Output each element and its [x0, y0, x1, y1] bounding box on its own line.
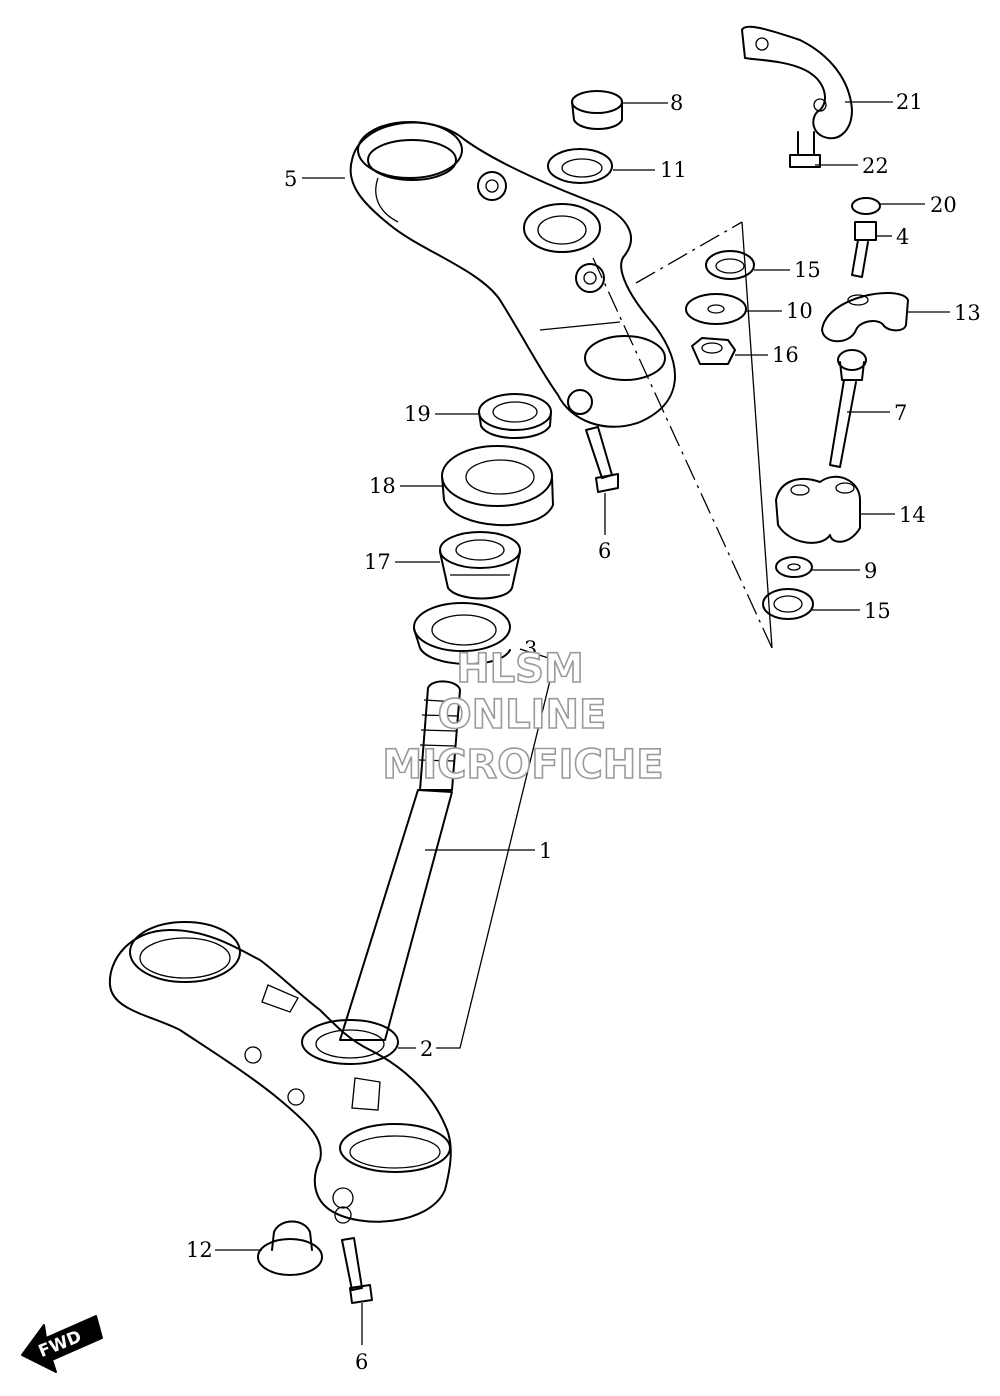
- fwd-arrow-icon: FWD: [21, 1315, 103, 1373]
- callout-14: 14: [899, 503, 926, 527]
- callout-labels: 8 11 5 21 22 20 4 15 10 16 13 7 14 9 15 …: [186, 90, 981, 1374]
- callout-1: 1: [539, 839, 552, 863]
- part-5-upper-bracket: [349, 121, 676, 428]
- callout-12: 12: [186, 1238, 213, 1262]
- part-14-clamp-lower: [775, 475, 861, 544]
- callout-11: 11: [660, 158, 687, 182]
- callout-7: 7: [894, 401, 907, 425]
- part-17-bearing: [439, 531, 521, 600]
- callout-2: 2: [420, 1037, 433, 1061]
- part-2-seal: [301, 1019, 399, 1065]
- callout-5: 5: [284, 167, 297, 191]
- watermark: HLSM ONLINE MICROFICHE: [382, 645, 665, 789]
- part-20-cap: [851, 197, 881, 215]
- part-7-bolt: [829, 349, 867, 468]
- part-22-bolt: [789, 131, 821, 168]
- part-15-washer-upper: [705, 250, 755, 280]
- part-12-cap: [257, 1220, 323, 1276]
- part-19-nut: [478, 393, 552, 439]
- callout-15-lower: 15: [864, 599, 891, 623]
- callout-10: 10: [786, 299, 813, 323]
- part-15-washer-lower: [762, 588, 814, 620]
- callout-3: 3: [524, 637, 537, 661]
- callout-22: 22: [862, 154, 889, 178]
- watermark-line-3: MICROFICHE: [382, 742, 663, 788]
- callout-18: 18: [369, 474, 396, 498]
- callout-4: 4: [896, 225, 909, 249]
- watermark-line-1: HLSM: [456, 646, 584, 692]
- callout-8: 8: [670, 91, 683, 115]
- callout-16: 16: [772, 343, 799, 367]
- callout-6-lower: 6: [355, 1350, 368, 1374]
- part-21-bracket: [741, 25, 853, 140]
- part-4-bolt: [851, 221, 877, 278]
- part-11-washer: [547, 148, 613, 184]
- callout-13: 13: [954, 301, 981, 325]
- callout-9: 9: [864, 559, 877, 583]
- callout-19: 19: [404, 402, 431, 426]
- callout-6-upper: 6: [598, 539, 611, 563]
- part-8-cap: [571, 90, 623, 130]
- part-6-bolt-lower: [341, 1237, 373, 1304]
- part-9-washer: [775, 556, 813, 578]
- part-1-steering-stem: [108, 680, 461, 1224]
- part-13-clamp-top: [821, 292, 909, 343]
- part-10-washer: [685, 293, 747, 325]
- watermark-line-2: ONLINE: [438, 692, 607, 738]
- callout-20: 20: [930, 193, 957, 217]
- callout-17: 17: [364, 550, 391, 574]
- callout-21: 21: [896, 90, 923, 114]
- assembly-guide-lines: [592, 221, 773, 649]
- part-16-nut: [691, 337, 736, 365]
- callout-15-upper: 15: [794, 258, 821, 282]
- part-18-seal: [441, 445, 554, 527]
- part-6-bolt-upper: [585, 426, 619, 493]
- part-3-race: [413, 602, 511, 666]
- leader-lines: [215, 101, 950, 1345]
